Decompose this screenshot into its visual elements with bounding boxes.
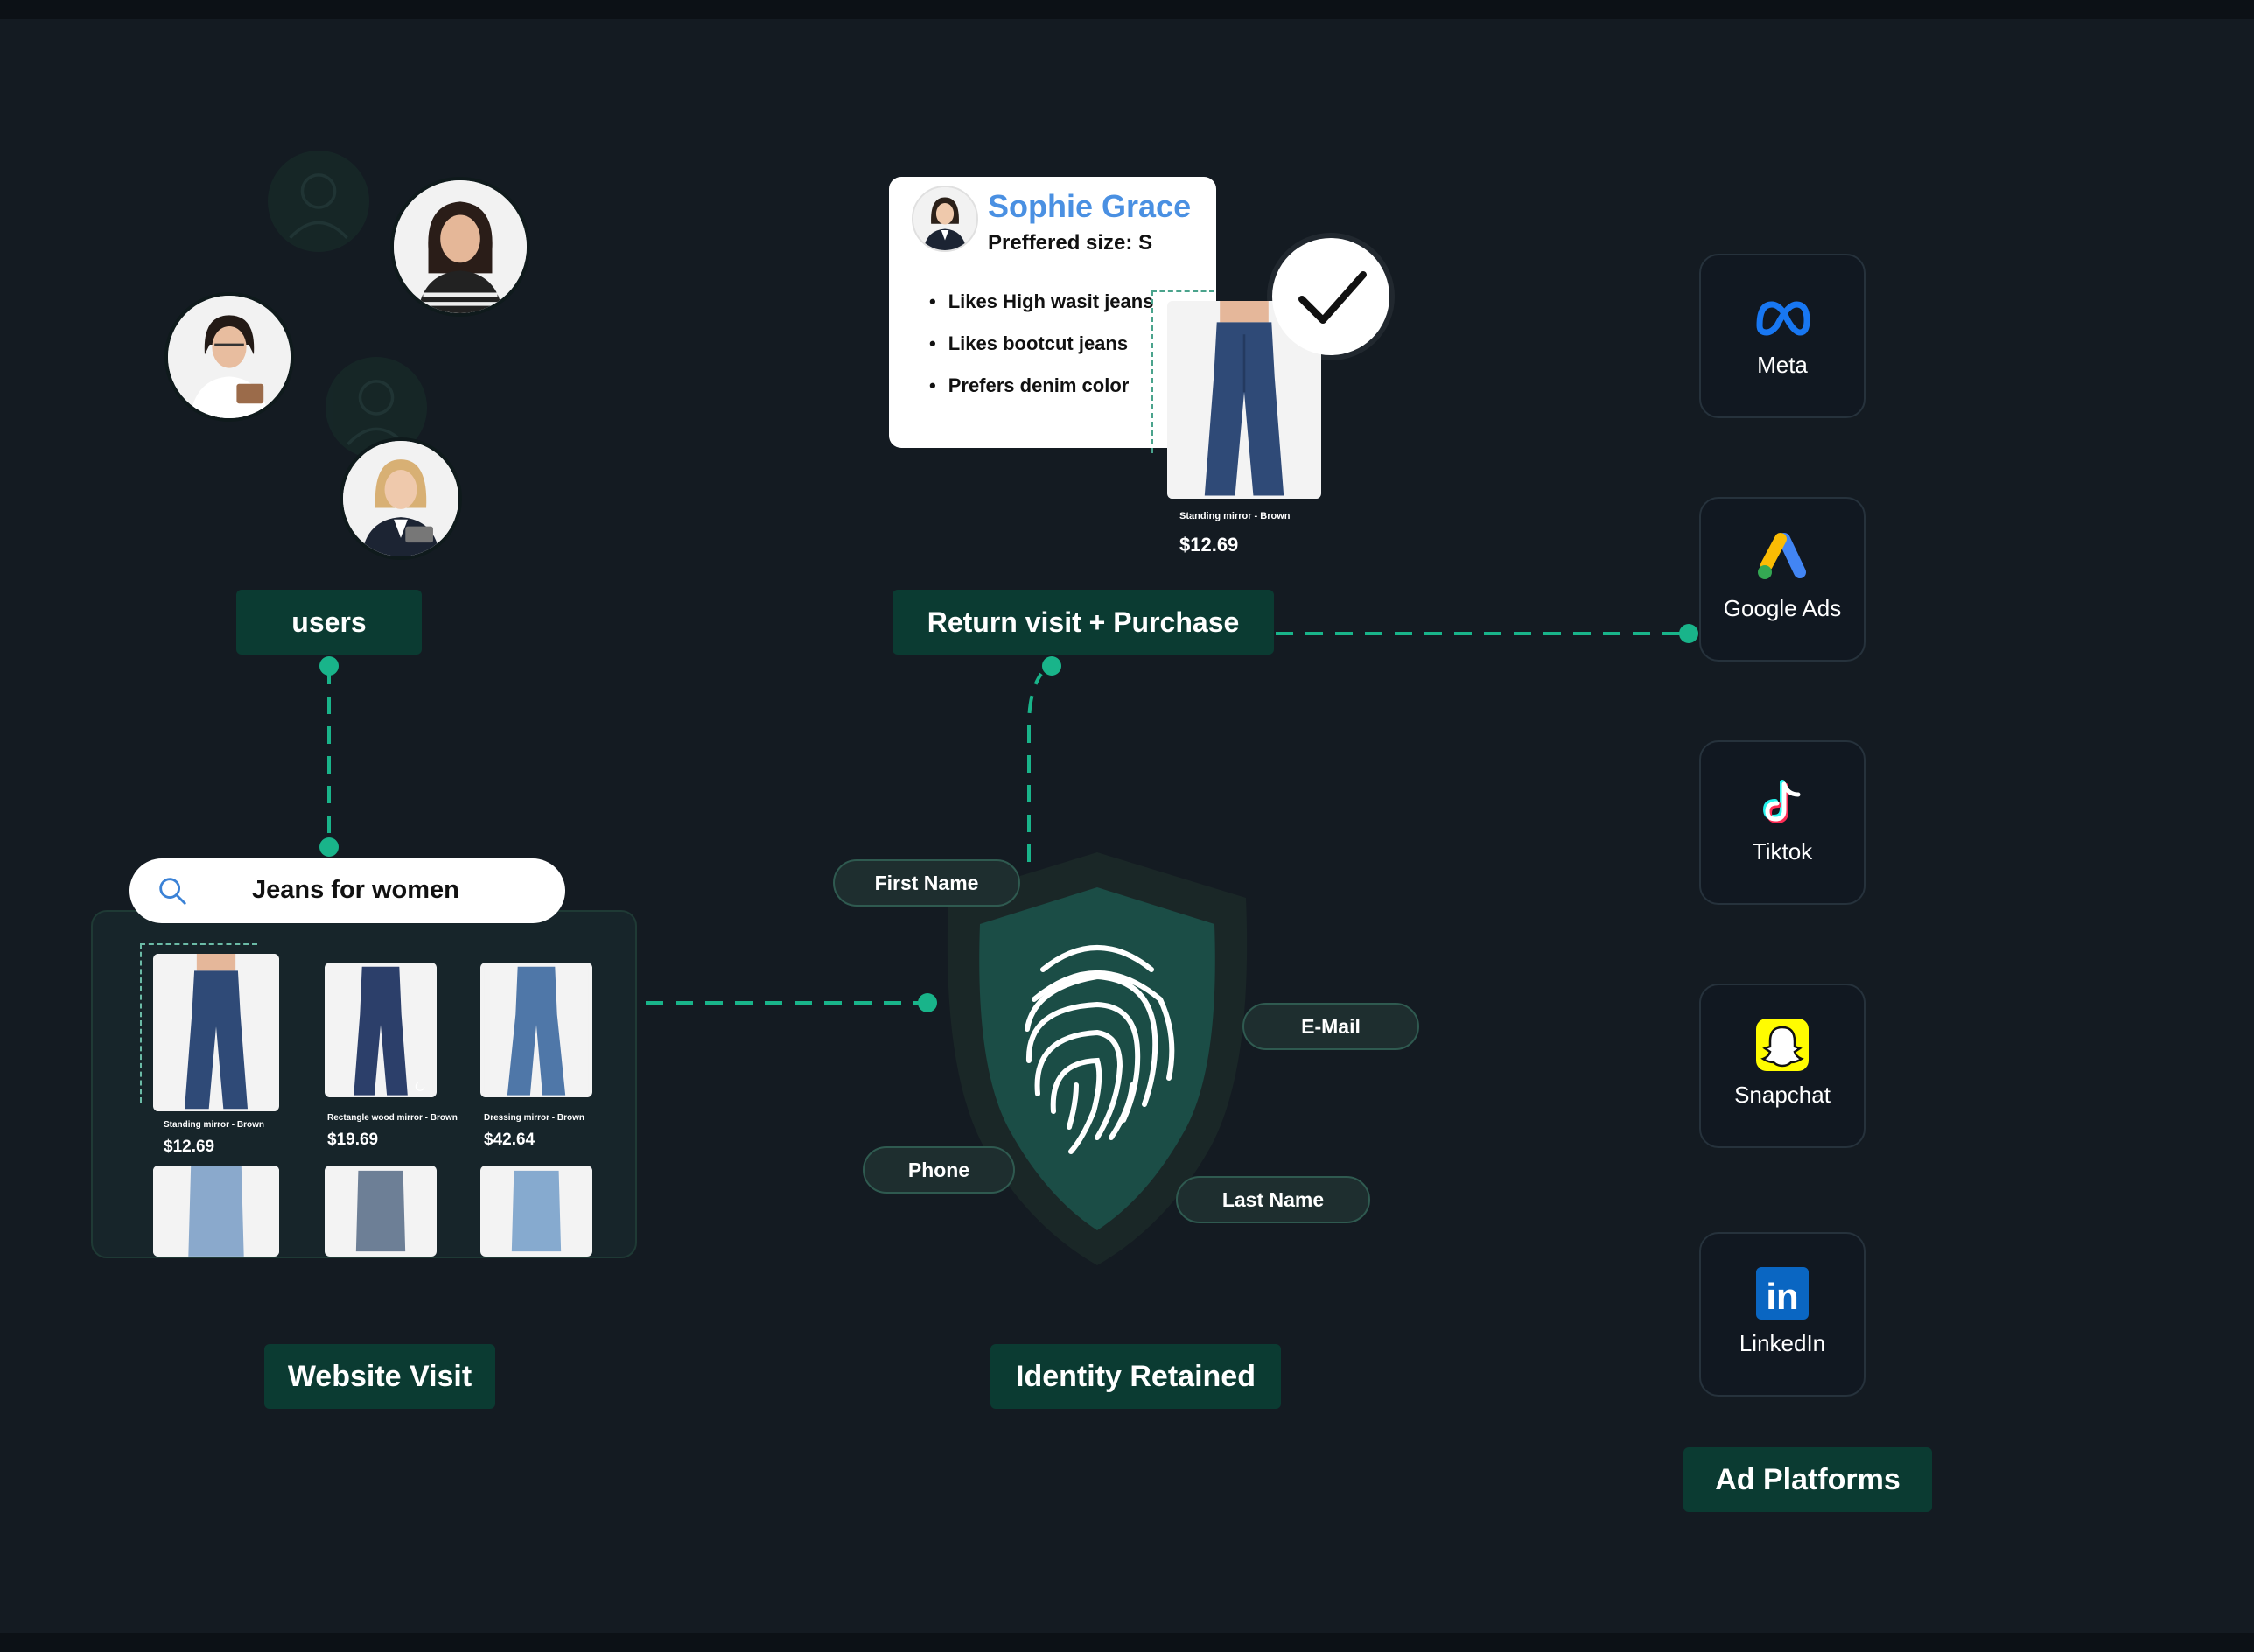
- platform-label: Snapchat: [1701, 1082, 1864, 1109]
- purchased-product-name: Standing mirror - Brown: [1180, 511, 1291, 522]
- identity-field-first-name: First Name: [833, 859, 1020, 906]
- platform-card-linkedin[interactable]: in LinkedIn: [1699, 1232, 1866, 1396]
- user-avatar: [340, 438, 462, 560]
- profile-preference-item: Likes bootcut jeans: [929, 329, 1153, 371]
- profile-preferred-size: Preffered size: S: [988, 231, 1152, 256]
- platform-label: Tiktok: [1701, 838, 1864, 865]
- profile-preferences-list: Likes High wasit jeans Likes bootcut jea…: [929, 287, 1153, 413]
- ghost-user-avatar: [268, 150, 369, 252]
- search-query: Jeans for women: [252, 876, 459, 905]
- connector-dot: [1679, 624, 1698, 643]
- product-image[interactable]: [153, 1166, 279, 1256]
- profile-preference-item: Likes High wasit jeans: [929, 287, 1153, 329]
- selection-dashed-outline: [1152, 290, 1214, 453]
- product-image[interactable]: [480, 962, 592, 1097]
- connector-dot: [319, 837, 339, 857]
- platform-card-google-ads[interactable]: Google Ads: [1699, 497, 1866, 662]
- platform-card-tiktok[interactable]: Tiktok: [1699, 740, 1866, 905]
- tiktok-icon: [1751, 772, 1814, 833]
- purchase-check-badge: [1272, 238, 1390, 355]
- product-name: Dressing mirror - Brown: [484, 1113, 584, 1123]
- google-ads-icon: [1751, 528, 1814, 590]
- product-image[interactable]: [325, 1166, 437, 1256]
- identity-field-last-name: Last Name: [1176, 1176, 1370, 1223]
- product-image[interactable]: [325, 962, 437, 1097]
- product-name: Standing mirror - Brown: [164, 1120, 264, 1130]
- stage-label-identity-retained: Identity Retained: [990, 1344, 1281, 1409]
- stage-label-website-visit: Website Visit: [264, 1344, 495, 1409]
- platform-card-snapchat[interactable]: Snapchat: [1699, 984, 1866, 1148]
- profile-preference-item: Prefers denim color: [929, 371, 1153, 413]
- meta-icon: [1751, 285, 1814, 346]
- product-image[interactable]: [480, 1166, 592, 1256]
- product-price: $19.69: [327, 1130, 378, 1150]
- stage-label-users: users: [236, 590, 422, 654]
- product-price: $42.64: [484, 1130, 535, 1150]
- connector-dot: [319, 656, 339, 676]
- product-price: $12.69: [164, 1138, 214, 1157]
- linkedin-icon: in: [1751, 1264, 1814, 1325]
- user-avatar: [164, 292, 294, 422]
- identity-field-email: E-Mail: [1242, 1003, 1419, 1050]
- svg-text:in: in: [1766, 1276, 1798, 1317]
- platform-label: Google Ads: [1701, 595, 1864, 622]
- purchased-product-price: $12.69: [1180, 534, 1238, 556]
- snapchat-icon: [1751, 1015, 1814, 1076]
- stage-label-ad-platforms: Ad Platforms: [1684, 1447, 1932, 1512]
- user-avatar: [390, 177, 530, 317]
- search-icon: [156, 874, 189, 907]
- connector-shield-to-return: [1029, 674, 1041, 862]
- connector-dot: [1042, 656, 1061, 676]
- platform-label: LinkedIn: [1701, 1330, 1864, 1357]
- profile-name: Sophie Grace: [988, 188, 1191, 225]
- search-input[interactable]: Jeans for women: [130, 858, 565, 923]
- checkmark-icon: [1272, 238, 1390, 355]
- platform-card-meta[interactable]: Meta: [1699, 254, 1866, 418]
- product-name: Rectangle wood mirror - Brown: [327, 1113, 458, 1123]
- profile-avatar: [912, 186, 978, 252]
- identity-field-phone: Phone: [863, 1146, 1015, 1194]
- product-image[interactable]: [153, 954, 279, 1111]
- stage-label-return-visit: Return visit + Purchase: [892, 590, 1274, 654]
- platform-label: Meta: [1701, 352, 1864, 379]
